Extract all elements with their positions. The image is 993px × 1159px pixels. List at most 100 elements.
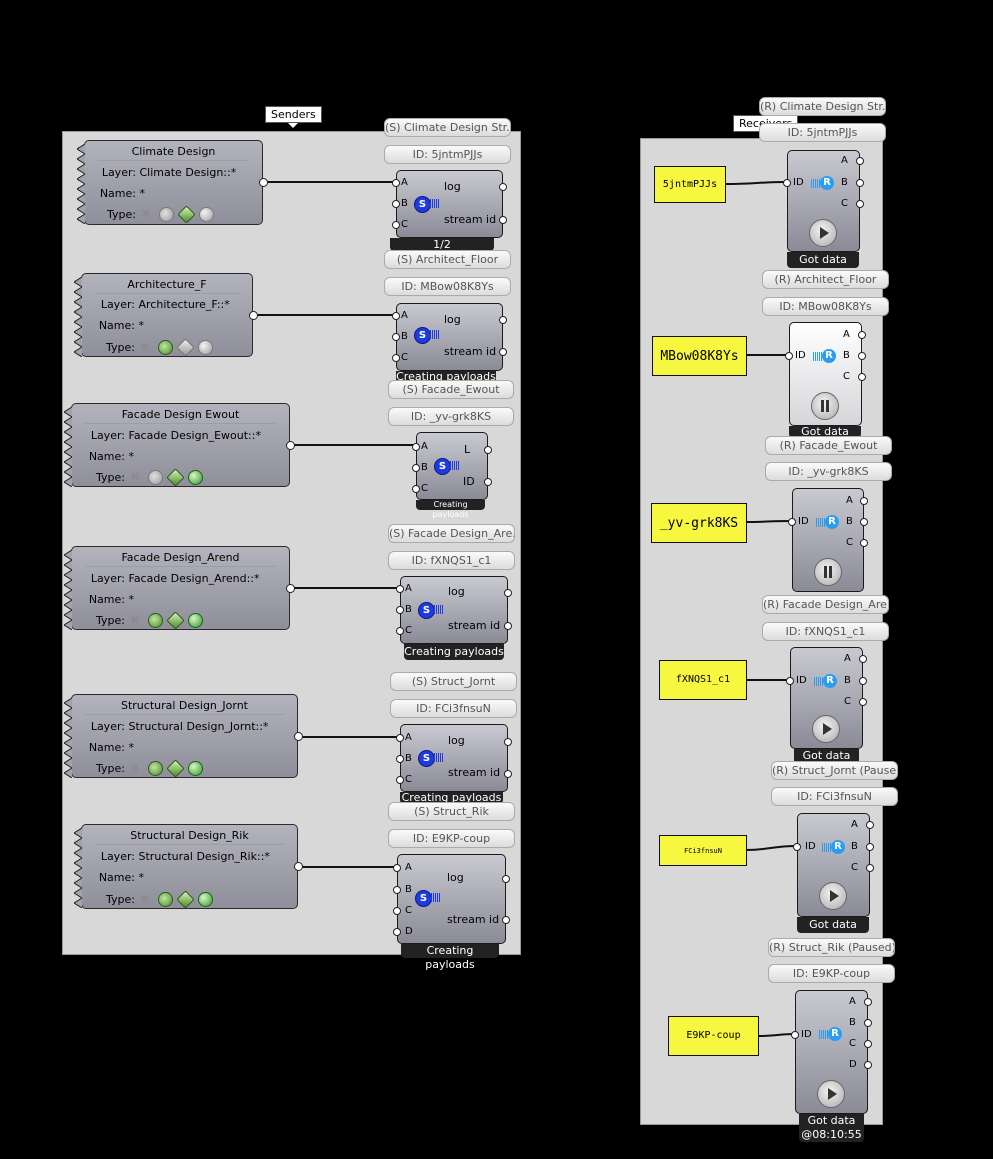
output-port-d[interactable] (864, 1061, 872, 1069)
name-value[interactable]: * (138, 871, 145, 884)
mesh-filter-icon[interactable] (197, 892, 213, 907)
input-port-a[interactable] (396, 734, 404, 742)
output-port-b[interactable] (866, 843, 874, 851)
stream-id-panel[interactable]: E9KP-coup (668, 1016, 759, 1056)
output-port-a[interactable] (858, 331, 866, 339)
surface-filter-icon[interactable] (165, 611, 185, 630)
point-filter-icon[interactable]: ✖ (129, 761, 141, 775)
surface-filter-icon[interactable] (175, 890, 195, 909)
stream-id-panel[interactable]: FCi3fnsuN (659, 835, 747, 866)
layer-value[interactable]: Facade Design_Ewout::* (128, 429, 261, 442)
input-port-a[interactable] (412, 443, 420, 451)
curve-filter-icon[interactable] (158, 207, 174, 222)
name-value[interactable]: * (139, 187, 146, 200)
curve-filter-icon[interactable] (147, 470, 163, 485)
input-port-a[interactable] (396, 585, 404, 593)
input-port-id[interactable] (791, 1031, 799, 1039)
output-port-a[interactable] (860, 497, 868, 505)
input-port-b[interactable] (396, 755, 404, 763)
input-port-id[interactable] (793, 843, 801, 851)
point-filter-icon[interactable]: ✖ (140, 207, 152, 221)
mesh-filter-icon[interactable] (187, 470, 203, 485)
output-port-stream-id[interactable] (499, 216, 507, 224)
play-button[interactable] (817, 1080, 845, 1108)
surface-filter-icon[interactable] (176, 205, 196, 224)
input-port-id[interactable] (786, 677, 794, 685)
stream-id-panel[interactable]: fXNQS1_c1 (659, 660, 747, 700)
layer-value[interactable]: Architecture_F::* (138, 298, 230, 311)
output-port-a[interactable] (866, 821, 874, 829)
mesh-filter-icon[interactable] (187, 761, 203, 776)
mesh-filter-icon[interactable] (197, 340, 213, 355)
sender-component-4[interactable]: A B C S log stream id Creating payloads (396, 576, 512, 660)
input-port-b[interactable] (412, 464, 420, 472)
curve-filter-icon[interactable] (157, 892, 173, 907)
output-port-stream-id[interactable] (504, 622, 512, 630)
output-port-a[interactable] (859, 655, 867, 663)
output-port-stream-id[interactable] (502, 916, 510, 924)
point-filter-icon[interactable]: ✖ (139, 892, 151, 906)
input-port-id[interactable] (788, 518, 796, 526)
receiver-component-5[interactable]: ID R A B C Got data (793, 813, 874, 933)
receiver-component-4[interactable]: ID R A B C Got data @08:10:56 (786, 647, 867, 777)
layer-output-port[interactable] (294, 862, 303, 871)
receiver-component-3[interactable]: ID R A B C (788, 488, 868, 596)
stream-id-panel[interactable]: MBow08K8Ys (652, 336, 747, 376)
output-port-b[interactable] (856, 179, 864, 187)
surface-filter-icon[interactable] (165, 468, 185, 487)
input-port-id[interactable] (785, 352, 793, 360)
pause-button[interactable] (811, 392, 839, 420)
output-port-log[interactable] (502, 875, 510, 883)
output-port-c[interactable] (860, 539, 868, 547)
sender-component-2[interactable]: A B C S log stream id Creating payloads (392, 303, 507, 383)
output-port-log[interactable] (504, 738, 512, 746)
layer-value[interactable]: Facade Design_Arend::* (128, 572, 260, 585)
layer-output-port[interactable] (259, 178, 268, 187)
point-filter-icon[interactable]: ✖ (129, 613, 141, 627)
play-button[interactable] (819, 882, 847, 910)
input-port-c[interactable] (392, 221, 400, 229)
input-port-a[interactable] (392, 312, 400, 320)
output-port-c[interactable] (856, 200, 864, 208)
stream-id-panel[interactable]: 5jntmPJJs (654, 166, 726, 203)
input-port-c[interactable] (396, 776, 404, 784)
input-port-a[interactable] (393, 864, 401, 872)
layer-component-facade-design-arend[interactable]: Facade Design_Arend Layer: Facade Design… (64, 546, 295, 630)
output-port-a[interactable] (864, 998, 872, 1006)
receiver-component-6[interactable]: ID R A B C D Got data @08:10:55 (791, 990, 872, 1146)
input-port-id[interactable] (783, 179, 791, 187)
output-port-c[interactable] (866, 864, 874, 872)
layer-component-climate-design[interactable]: Climate Design Layer: Climate Design::* … (77, 140, 268, 225)
input-port-a[interactable] (392, 179, 400, 187)
name-value[interactable]: * (138, 319, 145, 332)
output-port-log[interactable] (499, 316, 507, 324)
mesh-filter-icon[interactable] (187, 613, 203, 628)
output-port-b[interactable] (864, 1019, 872, 1027)
layer-output-port[interactable] (249, 311, 258, 320)
layer-output-port[interactable] (286, 441, 295, 450)
layer-value[interactable]: Structural Design_Rik::* (138, 850, 270, 863)
layer-value[interactable]: Structural Design_Jornt::* (128, 720, 269, 733)
input-port-c[interactable] (393, 907, 401, 915)
output-port-b[interactable] (858, 352, 866, 360)
output-port-log[interactable] (499, 183, 507, 191)
output-port-b[interactable] (860, 518, 868, 526)
layer-component-facade-design-ewout[interactable]: Facade Design Ewout Layer: Facade Design… (64, 403, 295, 487)
output-port-a[interactable] (856, 157, 864, 165)
layer-component-structural-design-rik[interactable]: Structural Design_Rik Layer: Structural … (74, 824, 303, 909)
output-port-c[interactable] (858, 373, 866, 381)
layer-output-port[interactable] (286, 584, 295, 593)
curve-filter-icon[interactable] (147, 761, 163, 776)
curve-filter-icon[interactable] (147, 613, 163, 628)
layer-component-structural-design-jornt[interactable]: Structural Design_Jornt Layer: Structura… (64, 694, 303, 778)
input-port-c[interactable] (396, 627, 404, 635)
output-port-c[interactable] (859, 698, 867, 706)
sender-component-1[interactable]: A B C S log stream id 1/2 (390, 170, 507, 251)
input-port-b[interactable] (393, 886, 401, 894)
output-port-l[interactable] (484, 446, 492, 454)
name-value[interactable]: * (128, 741, 135, 754)
point-filter-icon[interactable]: ✖ (129, 470, 141, 484)
stream-id-panel[interactable]: _yv-grk8KS (651, 503, 747, 543)
pause-button[interactable] (814, 558, 842, 586)
layer-component-architecture-f[interactable]: Architecture_F Layer: Architecture_F::* … (74, 273, 258, 357)
